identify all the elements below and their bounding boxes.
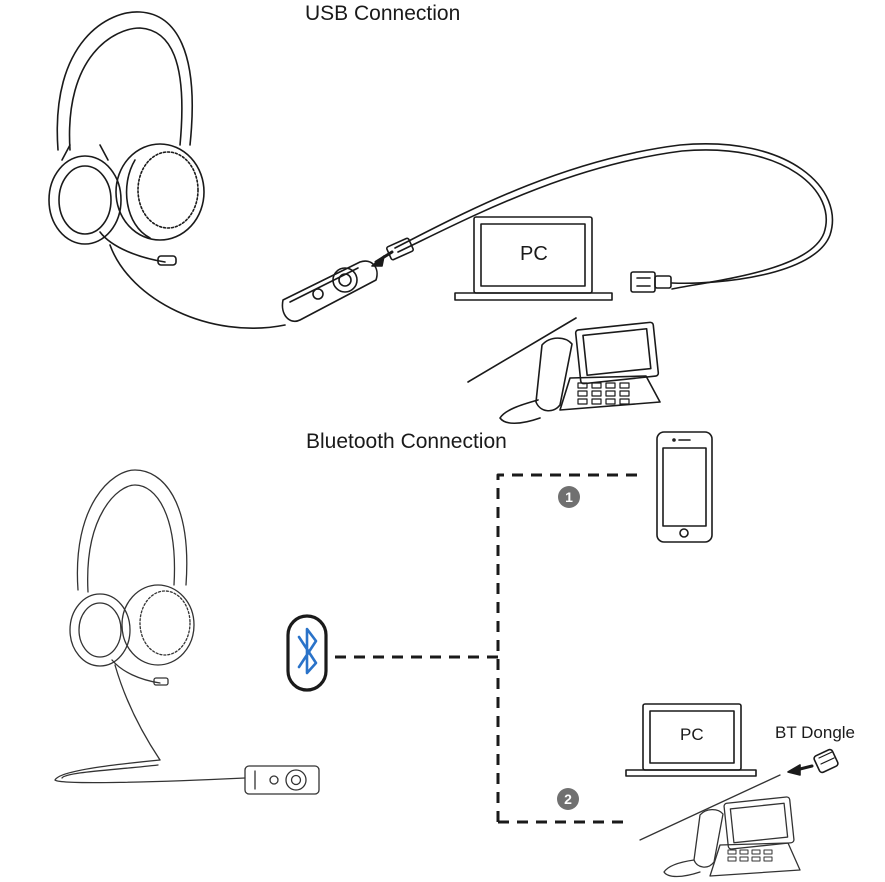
step-1-badge <box>558 486 580 508</box>
pc-laptop-bottom-icon <box>625 703 757 777</box>
desk-phone-icon <box>467 317 661 425</box>
usb-headset-icon <box>48 11 286 329</box>
step-2-number: 2 <box>564 791 572 807</box>
pc-label-bottom: PC <box>680 725 704 744</box>
bluetooth-connection-title: Bluetooth Connection <box>306 430 507 453</box>
step-2-badge <box>557 788 579 810</box>
pc-label-top: PC <box>520 243 548 265</box>
desk-phone-bottom-icon <box>639 774 801 878</box>
bt-dongle-icon <box>813 748 839 774</box>
usb-controller-icon <box>281 260 378 322</box>
bluetooth-badge <box>286 614 328 692</box>
pc-laptop-icon <box>454 216 613 301</box>
usb-cable <box>386 143 834 290</box>
dongle-arrow-icon <box>787 764 814 776</box>
usb-connection-title: USB Connection <box>305 2 461 25</box>
bt-headset-icon <box>54 469 246 784</box>
bt-controller-icon <box>244 765 320 795</box>
bluetooth-links <box>335 473 640 824</box>
bt-dongle-label: BT Dongle <box>775 723 856 742</box>
bluetooth-icon <box>297 627 318 675</box>
step-1-number: 1 <box>565 489 573 505</box>
smartphone-icon <box>656 431 713 543</box>
connect-arrow-icon <box>371 250 394 267</box>
usb-plug-icon <box>630 271 672 293</box>
